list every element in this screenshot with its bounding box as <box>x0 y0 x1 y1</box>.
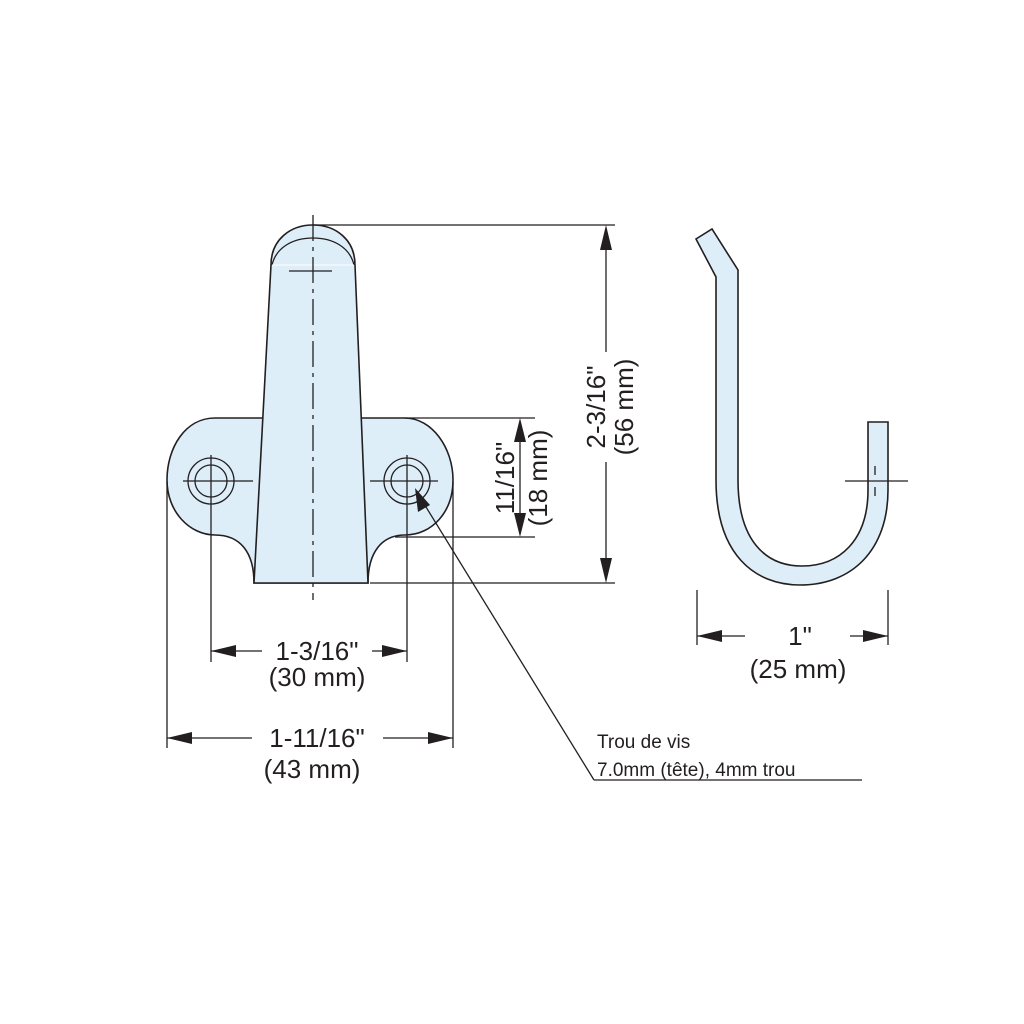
plate-width-dimension: 1-11/16" (43 mm) <box>167 723 453 784</box>
overall-height-metric: (56 mm) <box>609 359 639 456</box>
plate-height-metric: (18 mm) <box>523 430 553 527</box>
stem <box>253 224 369 584</box>
screw-hole-callout: Trou de vis 7.0mm (tête), 4mm trou <box>415 488 862 781</box>
hole-spacing-imperial: 1-3/16" <box>276 636 359 666</box>
plate-width-metric: (43 mm) <box>264 754 361 784</box>
hook-depth-metric: (25 mm) <box>750 654 847 684</box>
side-view: 1" (25 mm) <box>694 227 908 684</box>
hook-profile <box>694 227 889 586</box>
callout-detail: 7.0mm (tête), 4mm trou <box>597 760 796 781</box>
plate-height-imperial: 11/16" <box>490 442 520 514</box>
overall-height-dimension: 2-3/16" (56 mm) <box>313 224 639 584</box>
front-view <box>166 215 454 600</box>
hook-depth-imperial: 1" <box>788 621 812 651</box>
overall-height-imperial: 2-3/16" <box>581 366 611 449</box>
left-hole <box>183 455 253 510</box>
plate-height-dimension: 11/16" (18 mm) <box>395 417 553 538</box>
right-hole <box>370 455 438 510</box>
hook-depth-dimension: 1" (25 mm) <box>697 621 888 684</box>
hole-spacing-dimension: 1-3/16" (30 mm) <box>211 636 407 692</box>
plate-width-imperial: 1-11/16" <box>269 723 364 753</box>
callout-title: Trou de vis <box>597 732 690 753</box>
hole-spacing-metric: (30 mm) <box>269 662 366 692</box>
